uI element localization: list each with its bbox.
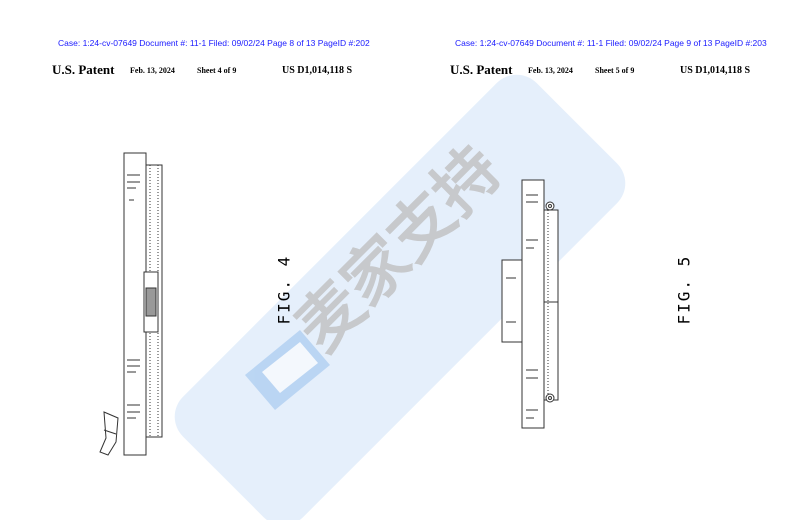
fig-5-drawing — [501, 179, 559, 429]
patent-label-right: U.S. Patent — [450, 62, 513, 77]
figure-label-fig-5: FIG. 5 — [674, 254, 694, 325]
case-line-left: Case: 1:24-cv-07649 Document #: 11-1 Fil… — [58, 38, 370, 48]
sheet-number-right: Sheet 5 of 9 — [595, 66, 635, 75]
figure-label-fig-4: FIG. 4 — [274, 254, 294, 325]
patent-date-left: Feb. 13, 2024 — [130, 66, 175, 75]
fig-4-drawing — [99, 152, 163, 456]
watermark-band — [174, 74, 626, 520]
watermark-logo-icon — [245, 330, 330, 410]
patent-label-left: U.S. Patent — [52, 62, 115, 77]
patent-date-right: Feb. 13, 2024 — [528, 66, 573, 75]
watermark: 麦家支持 — [174, 74, 626, 520]
sheet-number-left: Sheet 4 of 9 — [197, 66, 237, 75]
patent-number-right: US D1,014,118 S — [680, 65, 751, 76]
case-line-right: Case: 1:24-cv-07649 Document #: 11-1 Fil… — [455, 38, 767, 48]
patent-number-left: US D1,014,118 S — [282, 65, 353, 76]
